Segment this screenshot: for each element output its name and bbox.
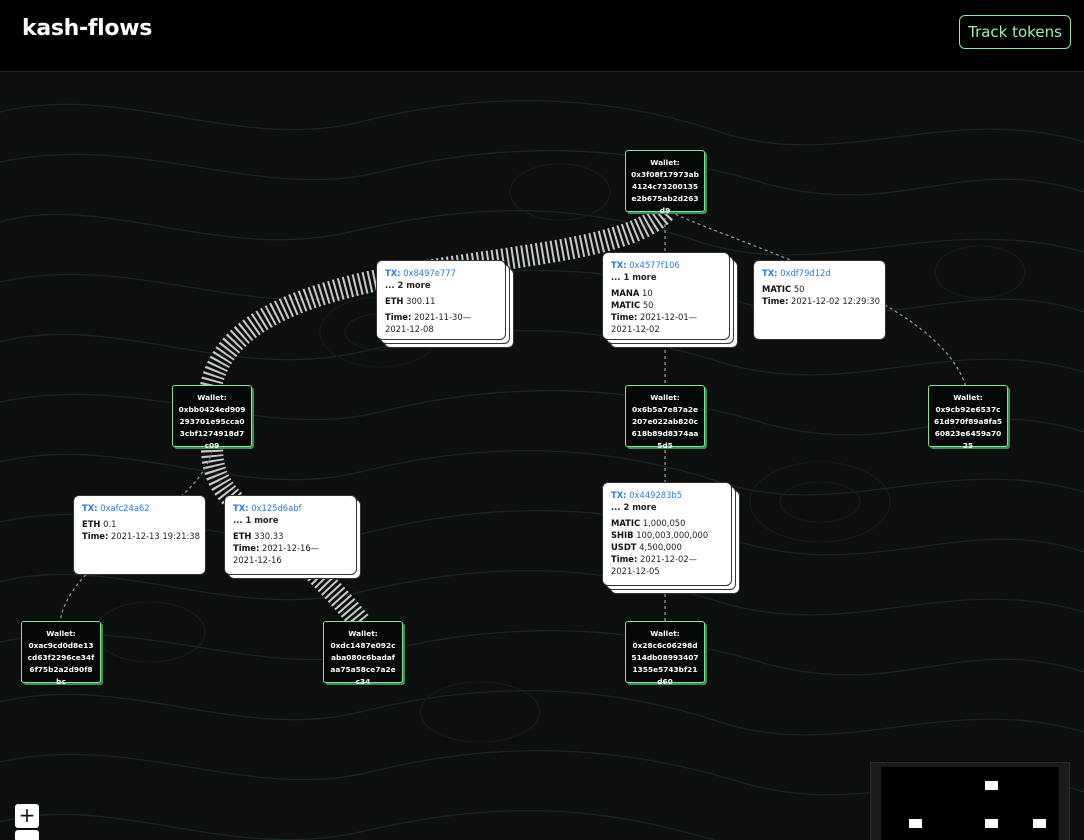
time-value: 2021-12-13 19:21:38 [111, 531, 200, 541]
wallet-address: 0xdc1487e092caba080c6badafaa75a58ce7a2ec… [330, 641, 396, 686]
minimap-node [985, 819, 998, 828]
wallet-address: 0x28c6c06298d514db089934071355e5743bf21d… [631, 641, 699, 686]
wallet-address: 0xac9cd0d8e13cd63f2296ce34f6f75b2a2d90f8… [27, 641, 95, 686]
wallet-node[interactable]: Wallet: 0x6b5a7e87a2e207e022ab820c618b89… [625, 385, 705, 450]
time-value-end: 2021-12-05 [611, 566, 660, 576]
token-symbol: MATIC [762, 284, 792, 294]
app-title[interactable]: kash-flows [22, 16, 153, 41]
token-symbol: ETH [385, 296, 404, 306]
more-count: ... 1 more [611, 272, 657, 282]
wallet-label: Wallet: [348, 629, 378, 638]
minimap-viewport [881, 767, 1059, 840]
wallet-node[interactable]: Wallet: 0x3f08f17973ab4124c73200135e2b67… [625, 150, 705, 215]
flow-edges [59, 203, 967, 629]
minimap-node [909, 819, 922, 828]
more-count: ... 2 more [385, 280, 431, 290]
wallet-node[interactable]: Wallet: 0xac9cd0d8e13cd63f2296ce34f6f75b… [21, 621, 101, 686]
token-symbol: MATIC [611, 300, 641, 310]
wallet-node[interactable]: Wallet: 0x9cb92e6537c61d970f89a8fa560823… [928, 385, 1008, 450]
token-amount: 100,003,000,000 [636, 530, 709, 540]
tx-label: TX: [233, 503, 249, 513]
token-symbol: USDT [611, 542, 637, 552]
token-amount: 50 [793, 284, 805, 294]
token-amount: 4,500,000 [639, 542, 682, 552]
tx-hash[interactable]: 0x449283b5 [629, 490, 683, 500]
tx-hash[interactable]: 0xdf79d12d [780, 268, 831, 278]
more-count: ... 2 more [611, 502, 657, 512]
edge-left-to-lm [201, 449, 369, 629]
token-symbol: MATIC [611, 518, 641, 528]
time-label: Time: [233, 543, 260, 553]
tx-hash[interactable]: 0x125d6abf [251, 503, 302, 513]
wallet-node[interactable]: Wallet: 0xbb0424ed909293701e95cca03cbf12… [172, 385, 252, 450]
time-label: Time: [611, 312, 638, 322]
zoom-in-button[interactable]: + [15, 804, 39, 828]
time-value: 2021-12-02— [640, 554, 698, 564]
wallet-address: 0x3f08f17973ab4124c73200135e2b675ab2d263… [631, 170, 699, 215]
token-amount: 1,000,050 [642, 518, 686, 528]
tx-label: TX: [611, 490, 627, 500]
edge-root-to-right [669, 211, 967, 388]
time-value: 2021-11-30— [414, 312, 472, 322]
wallet-node[interactable]: Wallet: 0xdc1487e092caba080c6badafaa75a5… [323, 621, 403, 686]
tx-hash[interactable]: 0xafc24a62 [100, 503, 150, 513]
token-symbol: SHIB [611, 530, 634, 540]
time-value: 2021-12-01— [640, 312, 698, 322]
wallet-label: Wallet: [650, 393, 680, 402]
time-value: 2021-12-16— [262, 543, 320, 553]
wallet-address: 0x9cb92e6537c61d970f89a8fa560823e6459a70… [934, 405, 1002, 450]
time-value-end: 2021-12-08 [385, 324, 434, 334]
tx-label: TX: [762, 268, 778, 278]
tx-hash[interactable]: 0x4577f106 [629, 260, 680, 270]
tx-label: TX: [385, 268, 401, 278]
tx-label: TX: [82, 503, 98, 513]
token-symbol: ETH [233, 531, 252, 541]
wallet-label: Wallet: [650, 158, 680, 167]
token-amount: 0.1 [103, 519, 117, 529]
time-value-end: 2021-12-16 [233, 555, 282, 565]
time-label: Time: [611, 554, 638, 564]
tx-label: TX: [611, 260, 627, 270]
time-label: Time: [385, 312, 412, 322]
wallet-label: Wallet: [650, 629, 680, 638]
token-amount: 300.11 [406, 296, 436, 306]
wallet-label: Wallet: [46, 629, 76, 638]
time-value: 2021-12-02 12:29:30 [791, 296, 880, 306]
time-label: Time: [762, 296, 789, 306]
time-label: Time: [82, 531, 109, 541]
token-amount: 50 [642, 300, 654, 310]
time-value-end: 2021-12-02 [611, 324, 660, 334]
edge-root-to-left [199, 203, 674, 395]
token-symbol: ETH [82, 519, 101, 529]
wallet-label: Wallet: [197, 393, 227, 402]
tx-hash[interactable]: 0x8497e777 [403, 268, 456, 278]
flow-canvas[interactable]: TX: 0x8497e777 ... 2 more ETH 300.11 Tim… [0, 72, 1084, 840]
token-symbol: MANA [611, 288, 640, 298]
token-amount: 10 [641, 288, 653, 298]
wallet-node[interactable]: Wallet: 0x28c6c06298d514db089934071355e5… [625, 621, 705, 686]
token-amount: 330.33 [254, 531, 284, 541]
wallet-label: Wallet: [953, 393, 983, 402]
track-tokens-button[interactable]: Track tokens [959, 15, 1071, 49]
zoom-out-button[interactable] [15, 830, 39, 840]
top-bar: kash-flows Track tokens [0, 0, 1084, 72]
minimap[interactable] [870, 762, 1070, 840]
more-count: ... 1 more [233, 515, 279, 525]
minimap-node [985, 781, 998, 790]
minimap-node [1033, 819, 1046, 828]
wallet-address: 0xbb0424ed909293701e95cca03cbf1274918d7c… [178, 405, 246, 450]
wallet-address: 0x6b5a7e87a2e207e022ab820c618b89d8374aa5… [631, 405, 699, 450]
